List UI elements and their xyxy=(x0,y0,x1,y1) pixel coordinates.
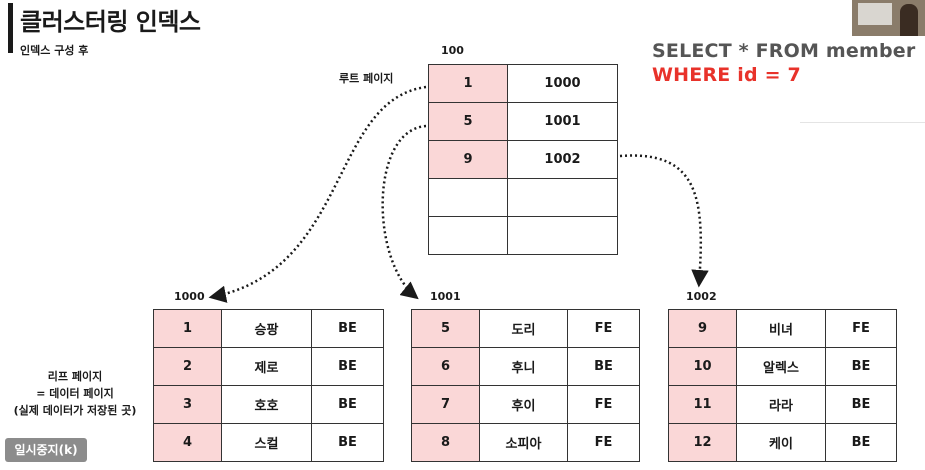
root-row: 5 1001 xyxy=(428,102,618,141)
leaf-id-cell: 10 xyxy=(668,347,737,386)
leaf-team-cell: BE xyxy=(825,423,897,462)
root-key-cell xyxy=(428,216,508,255)
query-where-line: WHERE id = 7 xyxy=(652,64,801,86)
leaf-row: 8 소피아 FE xyxy=(411,423,640,462)
leaf-team-cell: FE xyxy=(567,385,640,424)
leaf-id-cell: 4 xyxy=(153,423,222,462)
leaf-team-cell: FE xyxy=(825,309,897,348)
leaf-id-cell: 11 xyxy=(668,385,737,424)
leaf-label-line: (실제 데이터가 저장된 곳) xyxy=(13,404,137,417)
root-pointer-cell: 1000 xyxy=(507,64,618,103)
leaf-team-cell: BE xyxy=(825,385,897,424)
root-page-id: 100 xyxy=(441,44,464,57)
leaf-row: 12 케이 BE xyxy=(668,423,897,462)
root-row: 9 1002 xyxy=(428,140,618,179)
leaf-page-label: 리프 페이지 = 데이터 페이지 (실제 데이터가 저장된 곳) xyxy=(0,368,150,419)
leaf-name-cell: 도리 xyxy=(479,309,568,348)
arrow-root-to-1000 xyxy=(208,85,427,303)
leaf-page-id: 1001 xyxy=(430,290,461,303)
leaf-name-cell: 후니 xyxy=(479,347,568,386)
leaf-name-cell: 라라 xyxy=(736,385,826,424)
leaf-id-cell: 8 xyxy=(411,423,480,462)
leaf-id-cell: 6 xyxy=(411,347,480,386)
leaf-id-cell: 12 xyxy=(668,423,737,462)
arrow-root-to-1001 xyxy=(381,124,427,300)
thumbnail-screen xyxy=(858,3,892,25)
root-row: 1 1000 xyxy=(428,64,618,103)
presenter-video-thumbnail xyxy=(852,0,925,36)
root-pointer-cell: 1002 xyxy=(507,140,618,179)
leaf-team-cell: BE xyxy=(311,309,384,348)
query-select-line: SELECT * FROM member xyxy=(652,40,916,62)
root-page-label: 루트 페이지 xyxy=(339,72,394,85)
leaf-team-cell: FE xyxy=(567,309,640,348)
leaf-name-cell: 케이 xyxy=(736,423,826,462)
leaf-id-cell: 2 xyxy=(153,347,222,386)
arrow-root-to-1002 xyxy=(619,154,709,288)
leaf-label-line: 리프 페이지 xyxy=(47,370,103,383)
leaf-row: 11 라라 BE xyxy=(668,385,897,424)
pause-button[interactable]: 일시중지(k) xyxy=(5,438,87,462)
leaf-row: 4 스컬 BE xyxy=(153,423,384,462)
root-row xyxy=(428,216,618,255)
root-page-table: 1 1000 5 1001 9 1002 xyxy=(428,64,618,255)
leaf-page-table: 1 승팡 BE 2 제로 BE 3 호호 BE 4 스컬 BE xyxy=(153,309,384,462)
thumbnail-person xyxy=(900,4,918,36)
leaf-row: 6 후니 BE xyxy=(411,347,640,386)
root-key-cell: 5 xyxy=(428,102,508,141)
slide-title: 클러스터링 인덱스 xyxy=(20,8,201,36)
leaf-team-cell: BE xyxy=(825,347,897,386)
root-pointer-cell xyxy=(507,216,618,255)
leaf-id-cell: 3 xyxy=(153,385,222,424)
leaf-row: 1 승팡 BE xyxy=(153,309,384,348)
leaf-page-table: 9 비녀 FE 10 알렉스 BE 11 라라 BE 12 케이 BE xyxy=(668,309,897,462)
root-pointer-cell: 1001 xyxy=(507,102,618,141)
leaf-name-cell: 제로 xyxy=(221,347,312,386)
leaf-page-id: 1000 xyxy=(174,290,205,303)
leaf-label-line: = 데이터 페이지 xyxy=(36,387,114,400)
divider xyxy=(800,122,925,123)
leaf-row: 3 호호 BE xyxy=(153,385,384,424)
leaf-id-cell: 1 xyxy=(153,309,222,348)
slide-subtitle: 인덱스 구성 후 xyxy=(20,44,89,57)
leaf-row: 10 알렉스 BE xyxy=(668,347,897,386)
root-pointer-cell xyxy=(507,178,618,217)
leaf-name-cell: 스컬 xyxy=(221,423,312,462)
leaf-page-table: 5 도리 FE 6 후니 BE 7 후이 FE 8 소피아 FE xyxy=(411,309,640,462)
leaf-name-cell: 비녀 xyxy=(736,309,826,348)
leaf-row: 2 제로 BE xyxy=(153,347,384,386)
leaf-team-cell: FE xyxy=(567,423,640,462)
leaf-team-cell: BE xyxy=(311,423,384,462)
title-accent-bar xyxy=(8,3,13,53)
leaf-team-cell: BE xyxy=(311,347,384,386)
leaf-id-cell: 7 xyxy=(411,385,480,424)
leaf-page-id: 1002 xyxy=(686,290,717,303)
